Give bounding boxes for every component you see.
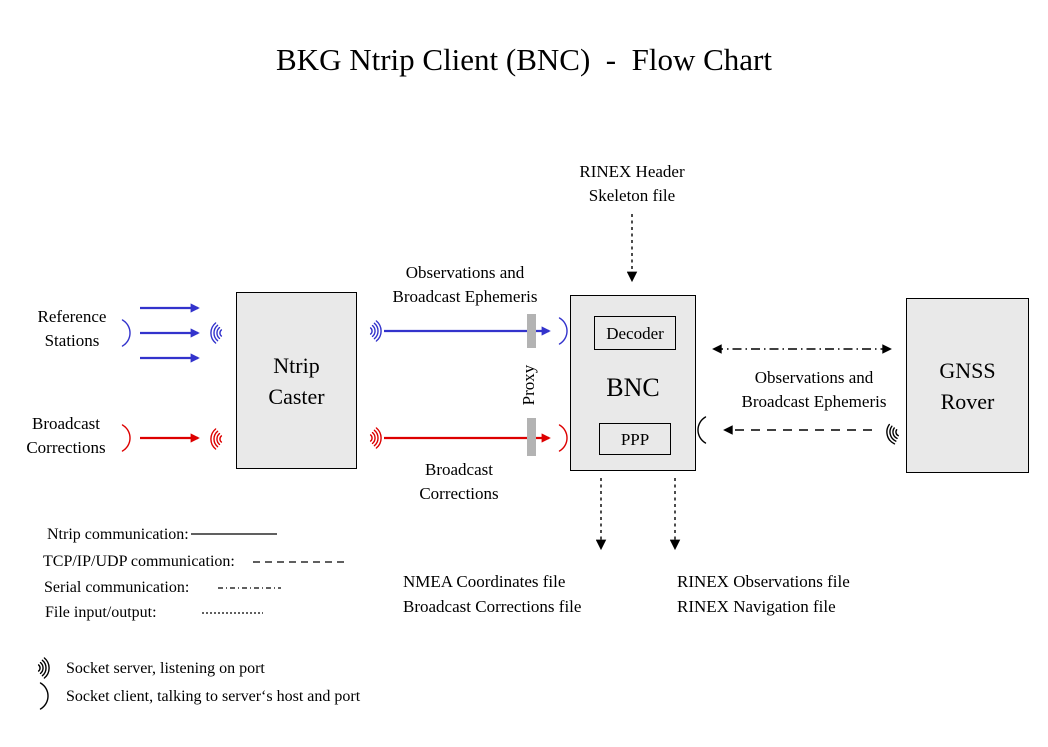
socket-server-caster-out-corr-icon [369,427,382,449]
arrows-reference-to-caster [140,303,200,363]
node-bnc-ppp: PPP [599,423,671,455]
bnc-label: BNC [606,373,660,402]
node-ntrip-caster: Ntrip Caster [236,292,357,469]
label-rinex-header-skeleton: RINEX Header Skeleton file [579,162,685,205]
label-proxy: Proxy [519,364,538,406]
legend-label-socket-client: Socket client, talking to server‘s host … [66,688,361,705]
legend-socket-samples [37,657,50,710]
legend-socket-client-icon [39,682,49,710]
socket-server-rover-icon [884,422,901,446]
socket-client-bnc-corr-icon [558,424,568,452]
legend-label-ntrip: Ntrip communication: [47,526,189,543]
legend-label-serial: Serial communication: [44,579,190,596]
socket-client-bnc-rover-icon [697,416,707,444]
arrows-bnc-file-outputs [595,478,681,551]
decoder-label: Decoder [606,323,664,343]
legend-label-fileio: File input/output: [45,604,157,621]
label-observations-ephemeris-top: Observations and Broadcast Ephemeris [392,263,538,306]
label-nmea-output-files: NMEA Coordinates file Broadcast Correcti… [403,572,582,616]
label-broadcast-corrections-input: Broadcast Corrections [26,414,106,457]
ntrip-caster-label: Ntrip Caster [268,352,325,409]
page-title: BKG Ntrip Client (BNC) - Flow Chart [276,42,772,77]
socket-server-caster-in-corr-icon [210,428,223,450]
label-broadcast-corrections-mid: Broadcast Corrections [419,460,499,503]
legend-label-tcp: TCP/IP/UDP communication: [43,553,235,570]
node-bnc-decoder: Decoder [594,316,676,350]
socket-server-caster-in-obs-icon [210,322,223,344]
legend-line-samples [191,533,345,614]
gnss-rover-label: GNSS Rover [939,357,996,414]
ppp-label: PPP [620,429,650,449]
legend-label-socket-server: Socket server, listening on port [66,660,265,677]
node-gnss-rover: GNSS Rover [906,298,1029,473]
node-bnc: Decoder BNC PPP [570,295,696,471]
legend-socket-server-icon [37,657,50,679]
label-rinex-output-files: RINEX Observations file RINEX Navigation… [677,572,850,616]
label-reference-stations: Reference Stations [37,307,107,350]
label-observations-ephemeris-right: Observations and Broadcast Ephemeris [741,368,887,411]
socket-server-caster-out-obs-icon [369,320,382,342]
socket-client-bnc-obs-icon [558,317,568,345]
